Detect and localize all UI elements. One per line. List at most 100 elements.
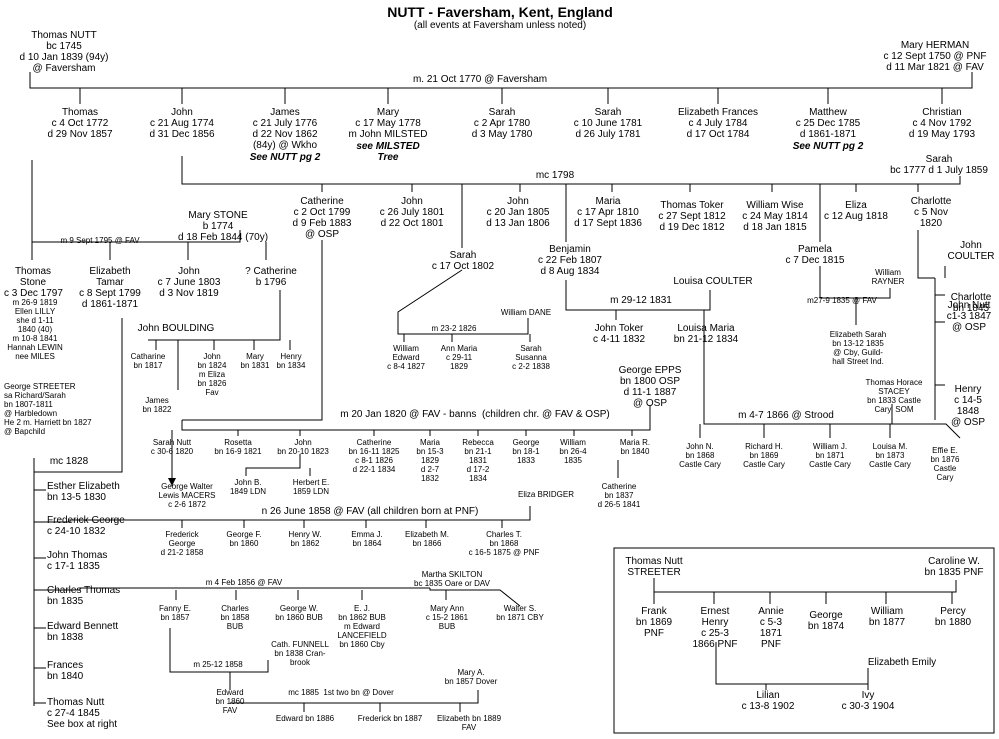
john-coulter: John COULTER — [947, 240, 995, 262]
dane-child: William Edward c 8-4 1827 — [387, 344, 425, 371]
elizabeth-sarah: Elizabeth Sarah bn 13-12 1835 @ Cby, Gui… — [829, 330, 887, 366]
john-child: John c 20 Jan 1805 d 13 Jan 1806 — [486, 196, 550, 229]
charles-child: Charles bn 1858 BUB — [220, 604, 250, 631]
mary-stone: Mary STONE b 1774 d 18 Feb 1844 (70y) — [178, 210, 269, 243]
gen1-person: Elizabeth Frances c 4 July 1784 d 17 Oct… — [677, 107, 759, 140]
george-streeter: George STREETER sa Richard/Sarah bn 1807… — [4, 382, 92, 436]
charles-child: Walter S. bn 1871 CBY — [496, 604, 544, 622]
epps-child: Catherine bn 1837 d 26-5 1841 — [597, 482, 641, 509]
frederick-child: George F. bn 1860 — [226, 530, 262, 548]
john-child: Thomas Toker c 27 Sept 1812 d 19 Dec 181… — [658, 200, 726, 233]
box-husband: Thomas Nutt STREETER — [625, 556, 683, 578]
gen1-person: Thomas c 4 Oct 1772 d 29 Nov 1857 — [47, 107, 113, 140]
frederick-marriage: n 26 June 1858 @ FAV (all children born … — [261, 506, 479, 517]
box-elizabeth-emily: Elizabeth Emily — [867, 657, 937, 668]
streeter-marriage: mc 1828 — [49, 456, 89, 467]
frederick-child: Emma J. bn 1864 — [351, 530, 383, 548]
charles-marriage: m 4 Feb 1856 @ FAV — [205, 578, 283, 587]
epps-child: William bn 26-4 1835 — [559, 438, 587, 465]
box-grandchild: Lilian c 13-8 1902 — [741, 690, 795, 712]
martha-skilton: Martha SKILTON bc 1835 Oare or DAV — [414, 570, 490, 588]
boulding-child: John bn 1824 m Eliza bn 1826 Fav — [197, 352, 227, 397]
george-epps: George EPPS bn 1800 OSP d 11-1 1887 @ OS… — [618, 365, 682, 409]
gen1-person: John c 21 Aug 1774 d 31 Dec 1856 — [149, 107, 215, 140]
william-rayner: William RAYNER — [871, 268, 905, 286]
stacey-marriage: m 4-7 1866 @ Strood — [738, 410, 834, 421]
john-child: John c 26 July 1801 d 22 Oct 1801 — [379, 196, 445, 229]
john-child: Maria c 17 Apr 1810 d 17 Sept 1836 — [574, 196, 642, 229]
box-wife: Caroline W. bn 1835 PNF — [924, 556, 984, 578]
root-husband: Thomas NUTT bc 1745 d 10 Jan 1839 (94y) … — [19, 30, 109, 74]
gen1-person: Sarah c 10 June 1781 d 26 July 1781 — [573, 107, 643, 140]
john-child: Catherine c 2 Oct 1799 d 9 Feb 1883 @ OS… — [292, 196, 352, 240]
frederick-child: Henry W. bn 1862 — [288, 530, 322, 548]
streeter-child: Esther Elizabeth bn 13-5 1830 — [47, 481, 120, 503]
edward-grandchild: Frederick bn 1887 — [357, 714, 423, 723]
louisa-maria: Louisa Maria bn 21-12 1834 — [673, 323, 739, 345]
dane-marriage: m 23-2 1826 — [431, 324, 477, 333]
charles-child: E. J. bn 1862 BUB m Edward LANCEFIELD bn… — [337, 604, 387, 649]
charles-child: Fanny E. bn 1857 — [158, 604, 191, 622]
john-child: William Wise c 24 May 1814 d 18 Jan 1815 — [742, 200, 808, 233]
root-marriage: m. 21 Oct 1770 @ Faversham — [412, 74, 548, 85]
thomas-horace-stacey: Thomas Horace STACEY bn 1833 Castle Cary… — [865, 378, 923, 414]
gen1-reference: See NUTT pg 2 — [792, 141, 864, 152]
thomas-child: Thomas Stone c 3 Dec 1797 — [4, 266, 63, 299]
boulding-child-james: James bn 1822 — [142, 396, 172, 414]
page-subtitle: (all events at Faversham unless noted) — [413, 20, 587, 31]
dane-child: Sarah Susanna c 2-2 1838 — [512, 344, 550, 371]
epps-grandchild: John B. 1849 LDN — [229, 478, 267, 496]
edward-grandchild: Edward bn 1886 — [275, 714, 335, 723]
mary-a: Mary A. bn 1857 Dover — [444, 668, 498, 686]
dane-child: Ann Maria c 29-11 1829 — [440, 344, 478, 371]
john-boulding: John BOULDING — [137, 323, 215, 334]
epps-child: Rebecca bn 21-1 1831 d 17-2 1834 — [462, 438, 494, 483]
box-grandchild: Ivy c 30-3 1904 — [841, 690, 895, 712]
coulter-child: Charlotte bn 1845 — [950, 292, 992, 314]
epps-child: Catherine bn 16-11 1825 c 8-1 1826 d 22-… — [348, 438, 400, 474]
gen1-reference: see MILSTED Tree — [356, 141, 420, 163]
thomas-child: John c 7 June 1803 d 3 Nov 1819 — [157, 266, 221, 299]
epps-child: John bn 20-10 1823 — [277, 438, 329, 456]
frederick-child: Elizabeth M. bn 1866 — [404, 530, 450, 548]
streeter-child: Frances bn 1840 — [47, 660, 84, 682]
epps-child: Rosetta bn 16-9 1821 — [214, 438, 262, 456]
streeter-child: Thomas Nutt c 27-4 1845 See box at right — [47, 697, 118, 730]
gen1-person: Sarah c 2 Apr 1780 d 3 May 1780 — [471, 107, 533, 140]
coulter-child: Henry c 14-5 1848 @ OSP — [950, 384, 986, 428]
gen1-person: Christian c 4 Nov 1792 d 19 May 1793 — [908, 107, 976, 140]
epps-marriage: m 20 Jan 1820 @ FAV - banns (children ch… — [340, 409, 610, 420]
box-child: George bn 1874 — [807, 610, 845, 632]
louisa-coulter: Louisa COULTER — [673, 276, 753, 287]
john-child: Eliza c 12 Aug 1818 — [824, 200, 888, 222]
epps-child: Sarah Nutt c 30-6 1820 — [150, 438, 194, 456]
thomas-stone-notes: m 26-9 1819 Ellen LILLY she d 1-11 1840 … — [7, 298, 63, 361]
gen1-person: Matthew c 25 Dec 1785 d 1861-1871 — [795, 107, 861, 140]
edward-marriage: m 25-12 1858 — [193, 660, 243, 669]
streeter-child: John Thomas c 17-1 1835 — [47, 550, 108, 572]
streeter-child: Edward Bennett bn 1838 — [47, 621, 119, 643]
frederick-child: Charles T. bn 1868 c 16-5 1875 @ PNF — [468, 530, 540, 557]
john-toker: John Toker c 4-11 1832 — [592, 323, 646, 345]
epps-child: Maria R. bn 1840 — [619, 438, 651, 456]
george-macers: George Walter Lewis MACERS c 2-6 1872 — [158, 482, 216, 509]
john-marriage: mc 1798 — [535, 170, 575, 181]
coulter-marriage: m 29-12 1831 — [610, 295, 672, 306]
gen1-person: James c 21 July 1776 d 22 Nov 1862 (84y)… — [252, 107, 318, 151]
stacey-child: Richard H. bn 1869 Castle Cary — [743, 442, 785, 469]
coulter-child: John Nutt c1-3 1847 @ OSP — [946, 300, 992, 333]
john-child: Charlotte c 5 Nov 1820 — [910, 196, 952, 229]
box-child: Annie c 5-3 1871 PNF — [758, 606, 784, 650]
charles-child: George W. bn 1860 BUB — [275, 604, 323, 622]
streeter-child: Charles Thomas bn 1835 — [47, 585, 121, 607]
stacey-child: Effie E. bn 1876 Castle Cary — [930, 446, 960, 482]
boulding-child: Catharine bn 1817 — [130, 352, 166, 370]
edward-son-marriage: mc 1885 1st two bn @ Dover — [288, 688, 394, 697]
cath-funnell: Cath. FUNNELL bn 1838 Cran- brook — [271, 640, 329, 667]
rayner-marriage: m27-9 1835 @ FAV — [807, 296, 877, 305]
stacey-child: William J. bn 1871 Castle Cary — [809, 442, 851, 469]
benjamin: Benjamin c 22 Feb 1807 d 8 Aug 1834 — [538, 244, 602, 277]
box-child: Ernest Henry c 25-3 1866 PNF — [692, 606, 738, 650]
gen1-person: Mary c 17 May 1778 m John MILSTED — [348, 107, 428, 140]
